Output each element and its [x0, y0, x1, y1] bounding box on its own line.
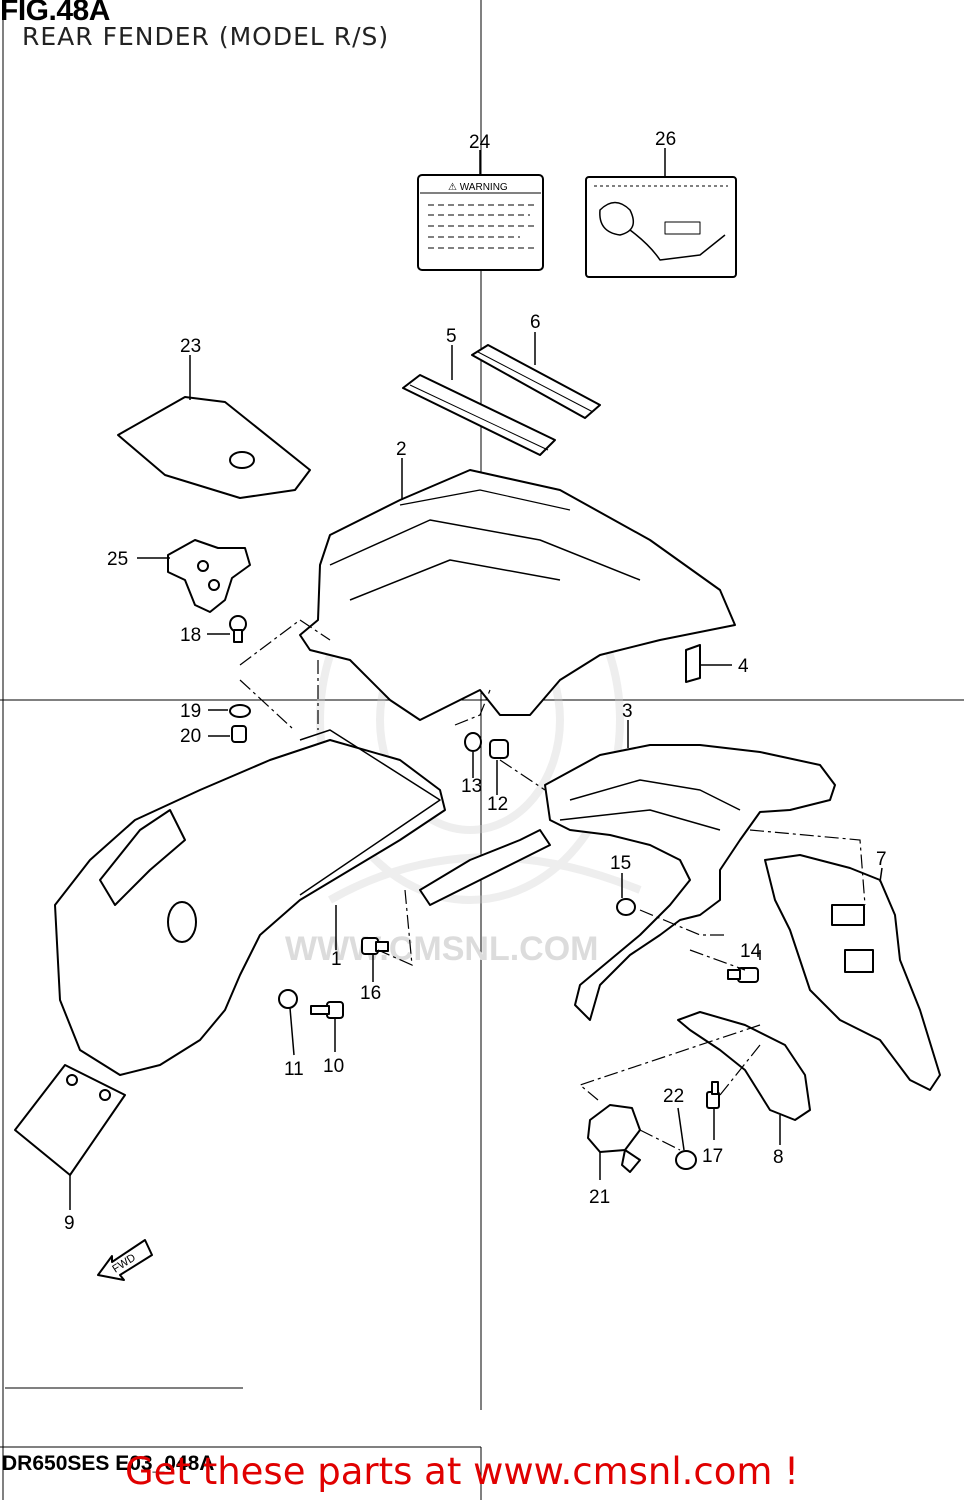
nut-20: [231, 725, 247, 743]
rear-fender-upper-2: [299, 469, 736, 721]
routing-label-26: [585, 176, 737, 278]
strip-6: [471, 344, 601, 419]
figure-title: FIG.48A: [0, 0, 110, 27]
rack-arm-left: [419, 829, 551, 906]
part-labels: 24 26 23 5 6 2 25 18 4 19 3 20 13 12 7 1…: [64, 129, 887, 1234]
svg-text:⚠ WARNING: ⚠ WARNING: [448, 182, 508, 193]
part-label-16: 16: [360, 983, 381, 1004]
part-label-3: 3: [622, 701, 633, 722]
part-label-5: 5: [446, 326, 457, 347]
part-label-21: 21: [589, 1187, 610, 1208]
part-label-9: 9: [64, 1213, 75, 1234]
bolt-16: [361, 937, 389, 955]
bolt-14: [727, 967, 759, 983]
part-label-15: 15: [610, 853, 631, 874]
part-label-12: 12: [487, 794, 508, 815]
part-label-25: 25: [107, 549, 128, 570]
nut-11: [278, 989, 298, 1009]
part-label-13: 13: [461, 776, 482, 797]
part-label-4: 4: [738, 656, 749, 677]
warning-label-24: ⚠ WARNING: [417, 174, 544, 271]
mudflap-9: [14, 1064, 126, 1176]
washer-19: [229, 704, 251, 718]
lock-21: [587, 1104, 641, 1153]
bolt-10: [310, 1001, 344, 1019]
part-label-23: 23: [180, 336, 201, 357]
watermark-text: WWW.CMSNL.COM: [285, 930, 599, 968]
part-label-10: 10: [323, 1056, 344, 1077]
tool-bag-23: [117, 396, 311, 499]
part-label-11: 11: [284, 1059, 304, 1080]
part-label-26: 26: [655, 129, 676, 150]
fwd-arrow-icon: FWD: [97, 1239, 153, 1281]
bolt-22: [675, 1150, 697, 1170]
part-label-24: 24: [469, 132, 491, 153]
part-label-20: 20: [180, 726, 201, 747]
washer-13: [464, 732, 482, 752]
part-label-2: 2: [396, 439, 407, 460]
bolt-18: [229, 615, 247, 643]
nut-15: [616, 898, 636, 916]
part-label-14: 14: [740, 941, 762, 962]
part-label-17: 17: [702, 1146, 723, 1167]
part-label-18: 18: [180, 625, 201, 646]
strip-4: [685, 644, 701, 683]
part-label-7: 7: [876, 849, 887, 870]
diagram-code: DR650SES E03_048A: [2, 1452, 215, 1475]
part-label-8: 8: [773, 1147, 784, 1168]
bracket-8: [677, 1011, 811, 1121]
part-label-19: 19: [180, 701, 201, 722]
part-label-1: 1: [331, 949, 342, 970]
bracket-25: [167, 539, 251, 613]
promo-link[interactable]: Get these parts at www.cmsnl.com !: [125, 1450, 800, 1493]
part-label-22: 22: [663, 1086, 684, 1107]
rear-fender-lower-1: [54, 739, 446, 1076]
bolt-17: [706, 1081, 720, 1109]
figure-subtitle: REAR FENDER (MODEL R/S): [22, 22, 390, 51]
part-label-6: 6: [530, 312, 541, 333]
nut-12: [489, 739, 509, 759]
